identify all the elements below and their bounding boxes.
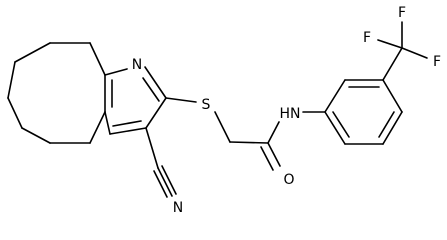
bond-c4-c4a [104,111,111,135]
bond-ar-inner-2 [378,111,395,138]
bond-ring8-8 [89,111,106,144]
atom-labels: N S HN O N F F F [132,5,441,216]
atom-label-pyridine-n: N [132,57,142,73]
bond-co-nh [267,121,280,144]
atom-label-fluorine-top: F [398,5,406,21]
bond-ar-cf3 [382,47,403,81]
bond-ar-1 [324,79,346,113]
atom-label-fluorine-right: F [433,54,441,70]
bond-c2-c3 [145,97,167,129]
bond-ar-inner-3 [332,111,350,138]
bond-c3-c4-inner [112,120,142,127]
molecule-structure: N S HN O N F F F [7,5,441,216]
bond-ring8-5 [7,97,23,129]
bond-triple-2 [153,170,168,198]
bond-c3-c4 [109,127,147,135]
bond-co-o-1 [267,142,281,167]
bond-ar-6 [324,111,346,145]
bond-co-o-2 [260,146,274,171]
bond-c-f-right [401,47,428,59]
bond-s-ch2 [214,111,231,143]
bond-ch2-co [229,141,269,144]
bond-ar-4 [382,111,403,145]
bond-c-f-left [377,39,403,49]
atom-label-sulfur: S [202,97,211,113]
bond-triple-3 [161,165,177,195]
atom-label-fluorine-left: F [363,30,371,46]
bond-triple-1 [157,167,173,197]
bond-n-c2-inner [142,77,160,102]
bond-c2-s [165,97,197,103]
atom-label-amide-nh: HN [280,106,301,122]
bond-ring8-6 [21,127,51,144]
bonds [7,21,428,198]
bond-ring8-4 [7,61,16,99]
bond-ring8-1 [89,42,106,76]
atom-label-carbonyl-o: O [283,172,294,188]
bond-ring8-3 [14,42,51,63]
bond-n-c2 [144,66,167,99]
atom-label-nitrile-n: N [173,200,183,216]
bond-c8a-n [104,68,128,76]
bond-ar-3 [382,79,403,113]
bond-c3-cn [145,127,159,169]
